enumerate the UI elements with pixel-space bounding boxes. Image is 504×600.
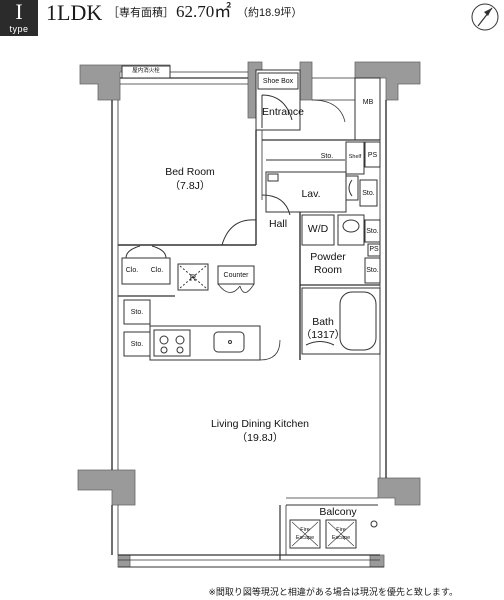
north-arrow-icon	[471, 3, 499, 31]
area-tsubo: （約18.9坪）	[237, 7, 303, 19]
fixture-sto-kitchen-2: Sto.	[130, 341, 144, 348]
fixture-ps-mid: PS	[369, 246, 379, 253]
room-label-balcony: Balcony	[319, 506, 357, 518]
room-label-bed-room: Bed Room	[165, 166, 215, 178]
fixture-ps-top: PS	[367, 152, 378, 159]
disclaimer-note: ※間取り図等現況と相違がある場合は現況を優先と致します。	[208, 587, 458, 597]
fixture-sto-lav: Sto.	[362, 190, 375, 197]
room-label-lav: Lav.	[301, 188, 321, 200]
area-label: ［専有面積］	[108, 7, 174, 19]
fixture-fire-escape-2a: Fire	[336, 527, 346, 533]
room-label-ldk: Living Dining Kitchen	[210, 418, 310, 430]
room-label-hall: Hall	[268, 218, 288, 230]
type-word: type	[9, 24, 29, 34]
room-size-bed-room: （7.8J）	[169, 180, 211, 192]
fixture-clo-1: Clo.	[125, 267, 139, 274]
fixture-hydrant: 屋内消火栓	[132, 68, 160, 74]
type-letter: I	[15, 0, 23, 24]
fixture-sto-entry: Sto.	[320, 153, 334, 160]
fixture-shoe-box: Shoe Box	[262, 78, 294, 85]
fixture-clo-2: Clo.	[150, 267, 164, 274]
type-badge: I type	[0, 0, 38, 36]
room-label-powder-2: Room	[313, 264, 342, 276]
fixture-counter: Counter	[223, 272, 249, 279]
fixture-sto-kitchen-1: Sto.	[130, 309, 144, 316]
room-label-bath: Bath	[312, 316, 334, 328]
room-label-powder-1: Powder	[310, 251, 346, 263]
fixture-fire-escape-1a: Fire	[300, 527, 310, 533]
room-label-entrance: Entrance	[261, 106, 305, 118]
fixture-refrigerator: R	[189, 273, 197, 283]
fixture-sto-powder: Sto.	[366, 267, 379, 274]
area-value: 62.70㎡	[176, 2, 232, 21]
room-size-ldk: （19.8J）	[236, 432, 284, 444]
fixture-fire-escape-2b: Escape	[331, 535, 351, 541]
layout-title: 1LDK	[46, 0, 103, 25]
room-label-wd: W/D	[307, 223, 329, 235]
fixture-shelf: Shelf	[348, 154, 362, 160]
room-size-bath: （1317）	[300, 329, 346, 341]
fixture-mb: MB	[362, 99, 374, 106]
fixture-fire-escape-1b: Escape	[295, 535, 315, 541]
fixture-sto-wd: Sto.	[366, 228, 379, 235]
